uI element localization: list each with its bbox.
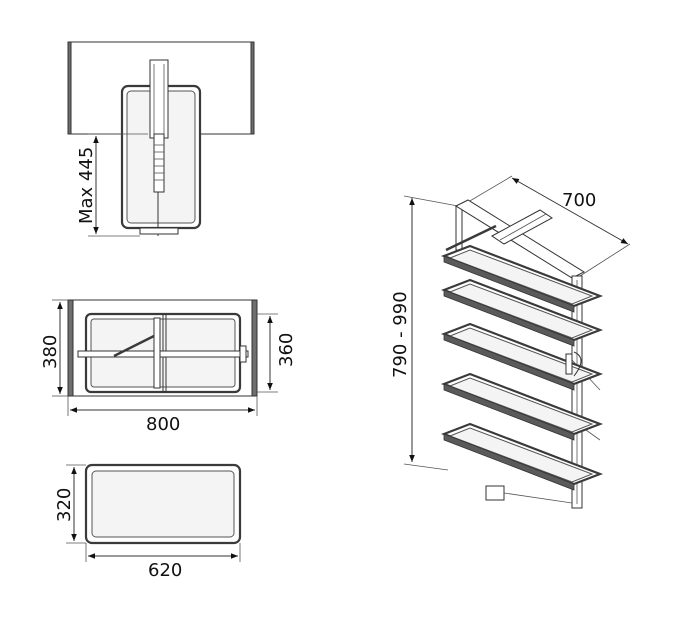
dim-380: 380 bbox=[40, 335, 61, 369]
dim-320: 320 bbox=[54, 488, 75, 522]
tray-level-2 bbox=[440, 278, 604, 347]
dim-620: 620 bbox=[148, 560, 182, 581]
tray-level-5 bbox=[440, 422, 604, 491]
dim-700: 700 bbox=[562, 190, 596, 211]
tray-level-3 bbox=[440, 322, 604, 391]
dim-max-445: Max 445 bbox=[76, 147, 97, 224]
dim-800: 800 bbox=[146, 414, 180, 435]
tray-level-1 bbox=[440, 244, 604, 313]
side-view: Max 445 bbox=[67, 41, 255, 237]
isometric-view: 700 790 - 990 bbox=[390, 175, 631, 509]
tray-view: 320 620 bbox=[54, 463, 242, 581]
dim-790-990: 790 - 990 bbox=[390, 291, 411, 378]
tray-level-4 bbox=[440, 372, 604, 441]
dim-360: 360 bbox=[276, 333, 297, 367]
top-view: 380 360 800 bbox=[40, 299, 297, 435]
